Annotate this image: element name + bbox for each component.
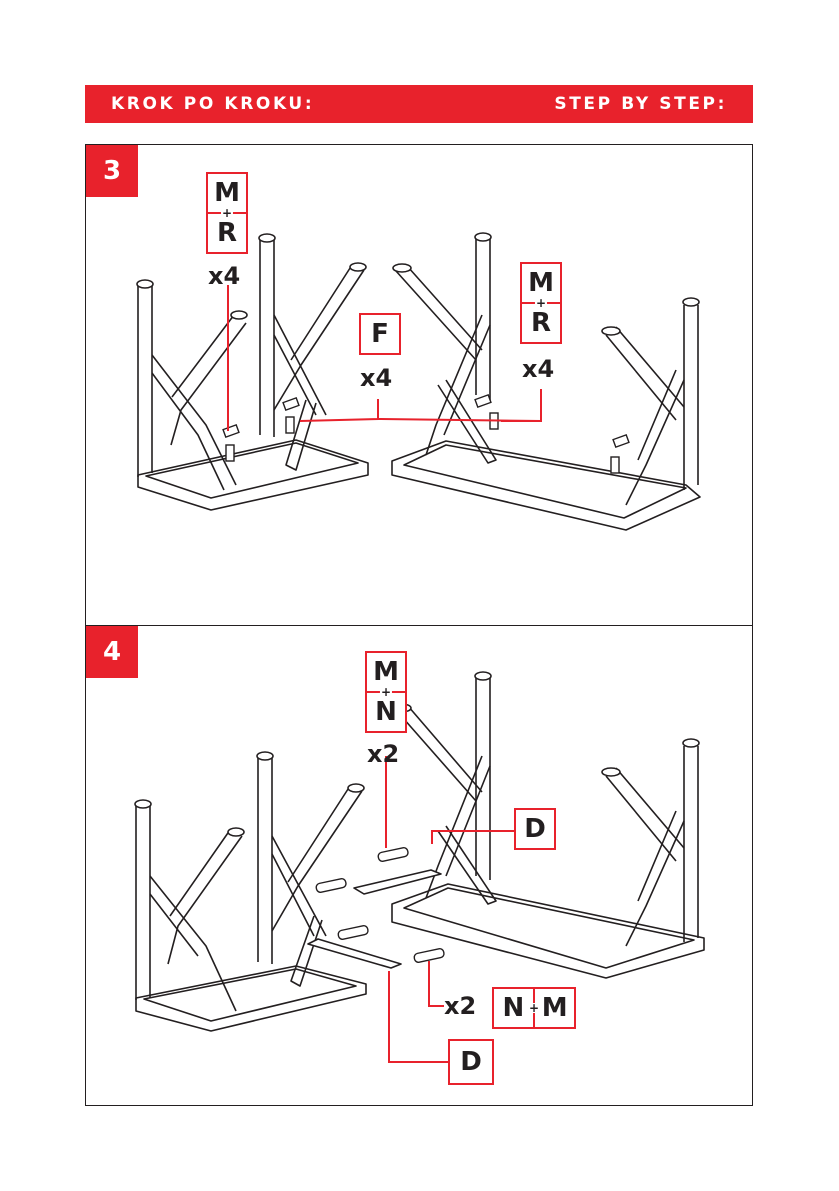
- plus-divider: [522, 302, 560, 305]
- quantity-label: x2: [444, 992, 476, 1020]
- quantity-label: x4: [208, 262, 240, 290]
- step-3-panel: 3 M R x4 F x4 M R x4: [85, 144, 753, 626]
- step-4-number: 4: [86, 626, 138, 678]
- step-3-number: 3: [86, 145, 138, 197]
- quantity-label: x2: [367, 740, 399, 768]
- callout-d-right: D: [514, 808, 556, 850]
- callout-m-r-left: M R: [206, 172, 248, 254]
- plus-divider: [208, 212, 246, 215]
- header-label-en: STEP BY STEP:: [554, 94, 727, 114]
- plus-divider: [533, 989, 536, 1027]
- step-3-illustration: [86, 145, 753, 626]
- step-4-panel: 4 M N x2 D x2 N M D: [85, 625, 753, 1106]
- callout-d-bottom: D: [448, 1039, 494, 1085]
- step-4-illustration: [86, 626, 753, 1106]
- part-label-n: N: [494, 989, 533, 1027]
- callout-m-r-right: M R: [520, 262, 562, 344]
- part-label-m: M: [535, 989, 574, 1027]
- plus-divider: [367, 691, 405, 694]
- callout-m-n: M N: [365, 651, 407, 733]
- step-by-step-header: KROK PO KROKU: STEP BY STEP:: [85, 85, 753, 123]
- header-label-pl: KROK PO KROKU:: [111, 94, 314, 114]
- quantity-label: x4: [360, 364, 392, 392]
- callout-n-m: N M: [492, 987, 576, 1029]
- quantity-label: x4: [522, 355, 554, 383]
- callout-f: F: [359, 313, 401, 355]
